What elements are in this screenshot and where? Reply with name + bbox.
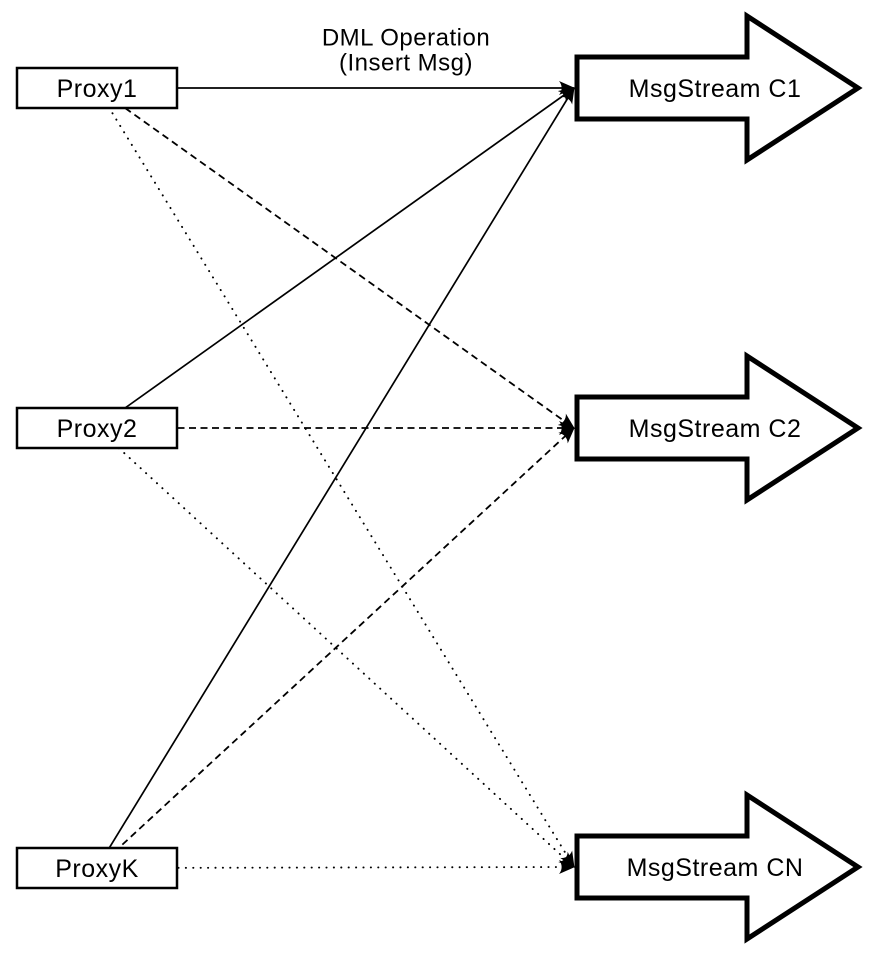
edge-proxy2-cn-dotted bbox=[96, 427, 575, 868]
msgstream-c2-label: MsgStream C2 bbox=[629, 415, 802, 443]
proxy2-label: Proxy2 bbox=[57, 415, 138, 443]
dml-annotation-line2: (Insert Msg) bbox=[339, 50, 473, 77]
proxyk-box bbox=[15, 846, 179, 890]
edge-proxy2-c1-solid bbox=[96, 87, 575, 429]
dml-annotation-line1: DML Operation bbox=[322, 25, 490, 52]
proxy1-node: Proxy1 bbox=[15, 66, 179, 110]
msgstream-c2-arrow-shape bbox=[574, 351, 863, 505]
msgstream-cn-arrow-shape bbox=[574, 790, 863, 944]
dml-annotation: DML Operation (Insert Msg) bbox=[322, 25, 490, 77]
msgstream-cn-label: MsgStream CN bbox=[627, 854, 804, 882]
msgstream-c2-node: MsgStream C2 bbox=[574, 351, 863, 505]
msgstream-c1-arrow-shape bbox=[574, 11, 863, 165]
proxy1-box bbox=[15, 66, 179, 110]
edge-lines bbox=[96, 81, 575, 875]
proxyk-node: ProxyK bbox=[15, 846, 179, 890]
edge-proxyk-c2-dashed bbox=[96, 427, 575, 869]
msgstream-c1-label: MsgStream C1 bbox=[629, 75, 802, 103]
msgstream-c1-node: MsgStream C1 bbox=[574, 11, 863, 165]
proxy2-box bbox=[15, 406, 179, 450]
proxy2-node: Proxy2 bbox=[15, 406, 179, 450]
edge-proxyk-c1-solid bbox=[96, 87, 575, 869]
msgstream-cn-node: MsgStream CN bbox=[574, 790, 863, 944]
proxy1-label: Proxy1 bbox=[57, 75, 138, 103]
proxyk-label: ProxyK bbox=[55, 855, 139, 883]
